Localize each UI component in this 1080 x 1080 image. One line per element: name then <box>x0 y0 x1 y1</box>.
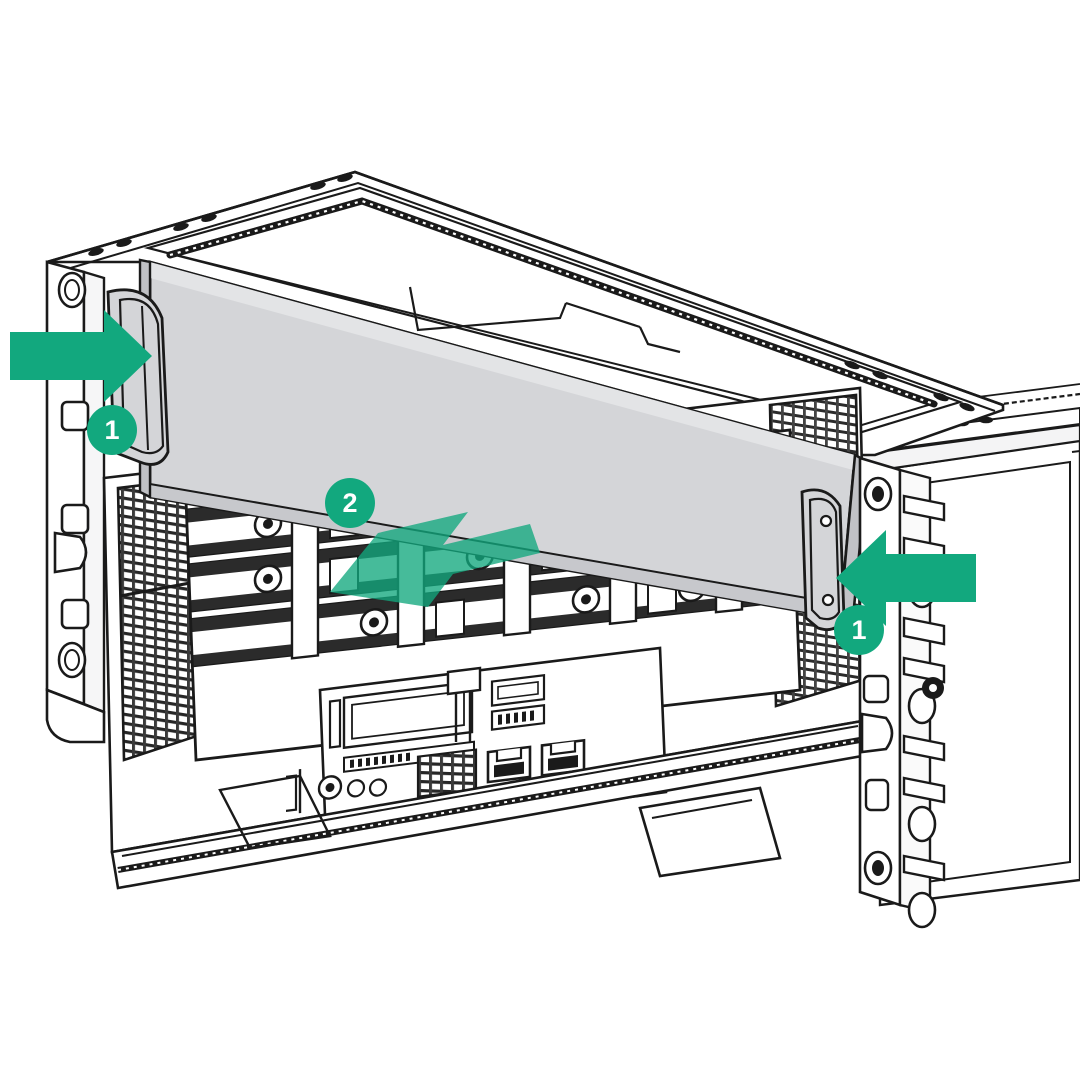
top-cover-rivets-right <box>844 360 975 412</box>
arrow-panel-pull <box>330 512 540 607</box>
arrow-right-latch <box>836 530 976 626</box>
right-ear-clip <box>860 712 894 754</box>
rack-ear-tab-3 <box>60 598 90 630</box>
chassis-foot-right <box>638 786 782 878</box>
callout-1-right-number: 1 <box>851 615 866 645</box>
left-chassis-foot <box>45 688 106 744</box>
right-latch-pivot <box>819 514 833 528</box>
callout-2-center: 2 <box>325 478 375 528</box>
callout-1-left-number: 1 <box>104 415 119 445</box>
rack-ear-tab-2 <box>60 503 90 535</box>
chassis-top-cover <box>46 170 1005 457</box>
chassis-foot-center <box>218 774 332 850</box>
rack-ear-clip <box>53 531 88 574</box>
network-jack <box>486 745 532 784</box>
callout-2-center-number: 2 <box>342 488 357 518</box>
callout-1-right: 1 <box>834 605 884 655</box>
right-latch-handle[interactable] <box>800 488 846 632</box>
rack-ear-tab-1 <box>60 400 90 432</box>
top-cover-rivets <box>88 174 353 256</box>
rail-cage-slots <box>902 494 946 882</box>
network-jack <box>540 738 586 777</box>
callout-1-left: 1 <box>87 405 137 455</box>
arrow-left-latch <box>10 310 152 402</box>
